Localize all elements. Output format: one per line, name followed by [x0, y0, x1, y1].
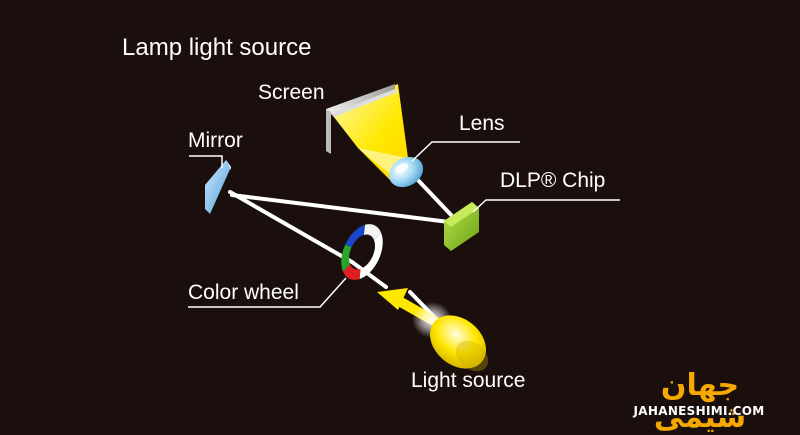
screen-label: Screen: [258, 81, 325, 104]
light-source-label: Light source: [411, 369, 526, 392]
watermark-logo: جهان شیمی JAHANESHIMI.COM: [614, 370, 784, 434]
diagram-title: Lamp light source: [122, 34, 312, 61]
light-source-bulb: [412, 302, 489, 372]
watermark-arabic-text: جهان شیمی: [653, 368, 747, 435]
color-wheel: [341, 224, 383, 280]
lens-leader: [411, 141, 520, 162]
screen: [326, 84, 398, 154]
dlp-chip-label: DLP® Chip: [500, 169, 606, 192]
lens: [388, 156, 424, 188]
dlp-chip-leader: [472, 199, 620, 213]
dlp-chip: [444, 202, 479, 251]
watermark-latin-text: JAHANESHIMI.COM: [633, 404, 765, 418]
mirror-label: Mirror: [188, 129, 243, 152]
mirror-leader: [189, 155, 223, 168]
mirror: [205, 160, 231, 214]
color-wheel-leader: [188, 277, 347, 308]
lens-label: Lens: [459, 112, 505, 135]
color-wheel-label: Color wheel: [188, 281, 299, 304]
leader-lines: [188, 141, 620, 308]
